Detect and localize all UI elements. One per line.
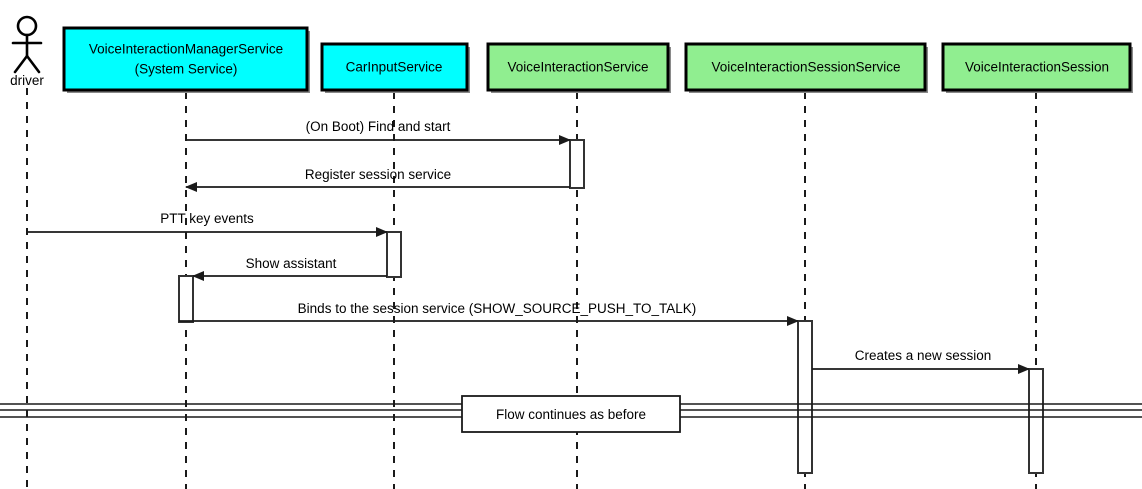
message-show-assistant-label: Show assistant <box>246 256 337 271</box>
actor-head-icon <box>16 15 38 37</box>
message-register-session-service[interactable]: Register session service <box>185 167 570 192</box>
participant-vsession[interactable]: VoiceInteractionSession <box>941 42 1133 93</box>
message-register-session-service-label: Register session service <box>305 167 451 182</box>
flow-break-note-label: Flow continues as before <box>496 407 646 422</box>
activation-bar-carinput <box>386 231 402 278</box>
message-ptt-key-events[interactable]: PTT key events <box>27 211 388 237</box>
participant-vims-box[interactable] <box>62 26 309 92</box>
participant-carinput-box[interactable] <box>320 42 469 92</box>
message-show-assistant[interactable]: Show assistant <box>192 256 387 281</box>
actor-driver-label: driver <box>10 73 44 88</box>
participant-vis-box[interactable] <box>486 42 670 92</box>
message-binds-to-session-service-label: Binds to the session service (SHOW_SOURC… <box>298 301 697 316</box>
message-on-boot-label: (On Boot) Find and start <box>306 119 451 134</box>
activation-bar-viss <box>797 320 813 474</box>
activation-bar-vims <box>178 275 194 323</box>
participant-vims[interactable]: VoiceInteractionManagerService (System S… <box>62 26 310 93</box>
actor-leg-right-icon <box>25 54 41 74</box>
participant-vsession-label: VoiceInteractionSession <box>965 60 1109 75</box>
actor-leg-left-icon <box>13 54 29 74</box>
message-binds-to-session-service[interactable]: Binds to the session service (SHOW_SOURC… <box>179 301 799 326</box>
participant-vims-label-line2: (System Service) <box>135 62 238 77</box>
participant-vis-label: VoiceInteractionService <box>507 60 648 75</box>
participant-carinput[interactable]: CarInputService <box>320 42 470 93</box>
participant-vsession-box[interactable] <box>941 42 1132 92</box>
participant-viss[interactable]: VoiceInteractionSessionService <box>684 42 928 93</box>
participant-carinput-label: CarInputService <box>346 60 443 75</box>
participant-viss-box[interactable] <box>684 42 927 92</box>
activation-bars-group <box>178 139 1044 474</box>
actor-driver[interactable]: driver <box>10 15 44 88</box>
participant-vims-label-line1: VoiceInteractionManagerService <box>89 42 283 57</box>
flow-break-note-box <box>461 395 681 433</box>
activation-bar-vis <box>569 139 585 189</box>
message-ptt-key-events-label: PTT key events <box>160 211 254 226</box>
flow-break-note: Flow continues as before <box>461 395 681 433</box>
participant-vis[interactable]: VoiceInteractionService <box>486 42 671 93</box>
participant-viss-label: VoiceInteractionSessionService <box>711 60 900 75</box>
flow-break-lines <box>0 403 1142 418</box>
message-creates-new-session[interactable]: Creates a new session <box>812 348 1030 374</box>
message-creates-new-session-label: Creates a new session <box>855 348 992 363</box>
message-on-boot[interactable]: (On Boot) Find and start <box>186 119 571 145</box>
activation-bar-vsession <box>1028 368 1044 474</box>
